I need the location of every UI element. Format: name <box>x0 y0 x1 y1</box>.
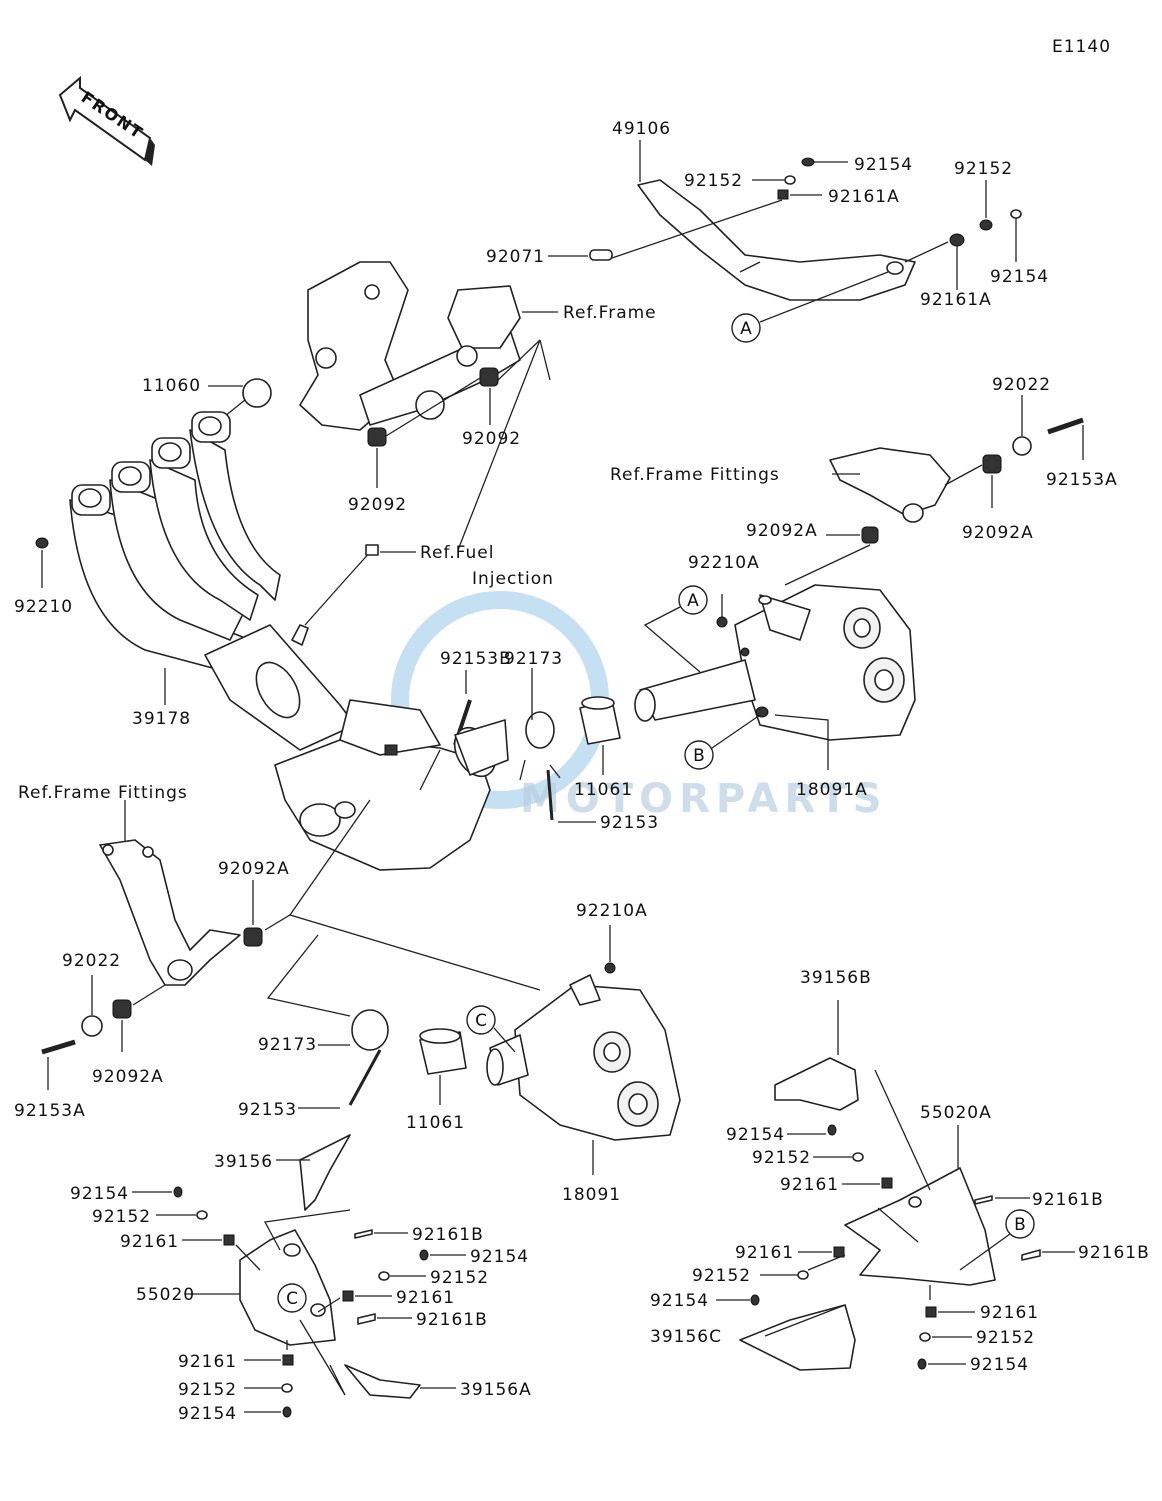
callout-a-top: A <box>740 319 752 339</box>
label-39156: 39156 <box>214 1152 273 1172</box>
watermark-text: MOTORPARTS <box>520 776 888 822</box>
label-92153A-l: 92153A <box>14 1101 86 1121</box>
label-92161A-top: 92161A <box>828 187 900 207</box>
label-92092A-l1: 92092A <box>218 859 290 879</box>
label-92154-lb2: 92154 <box>470 1247 529 1267</box>
right-silencer-18091A <box>634 584 916 741</box>
label-92154-rb1: 92154 <box>726 1125 785 1145</box>
label-92161-rb1: 92161 <box>780 1175 839 1195</box>
label-92154-rb3: 92154 <box>970 1355 1029 1375</box>
label-92161B-rb1: 92161B <box>1032 1190 1104 1210</box>
label-92092A-r1: 92092A <box>746 521 818 541</box>
label-11060: 11060 <box>142 376 201 396</box>
label-92092A-l2: 92092A <box>92 1067 164 1087</box>
label-18091A: 18091A <box>796 780 868 800</box>
label-ref-fuel: Ref.Fuel <box>420 543 494 563</box>
label-55020: 55020 <box>136 1285 195 1305</box>
o2-sensor <box>291 544 379 646</box>
label-92161-lb3: 92161 <box>178 1352 237 1372</box>
frame-fittings-right <box>829 447 951 523</box>
label-92161B-lb2: 92161B <box>416 1310 488 1330</box>
label-11061-mid: 11061 <box>574 780 633 800</box>
label-92154-rb2: 92154 <box>650 1291 709 1311</box>
label-92152-lb2: 92152 <box>430 1268 489 1288</box>
label-11061-low: 11061 <box>406 1113 465 1133</box>
label-92161-rb2: 92161 <box>735 1243 794 1263</box>
label-92210: 92210 <box>14 597 73 617</box>
label-92092-a: 92092 <box>462 429 521 449</box>
label-39156B: 39156B <box>800 968 872 988</box>
label-92161-rb3: 92161 <box>980 1303 1039 1323</box>
label-39156C: 39156C <box>650 1327 722 1347</box>
right-cover-55020A <box>739 1057 996 1371</box>
label-92210A-mid: 92210A <box>688 553 760 573</box>
callout-a-mid: A <box>687 591 699 611</box>
label-49106: 49106 <box>612 119 671 139</box>
label-39156A: 39156A <box>460 1380 532 1400</box>
label-92173-mid: 92173 <box>504 649 563 669</box>
label-ref-frame-fittings-l: Ref.Frame Fittings <box>18 783 188 803</box>
callout-b-low: B <box>1014 1215 1026 1235</box>
label-92154-top: 92154 <box>854 155 913 175</box>
label-55020A: 55020A <box>920 1103 992 1123</box>
callout-c-low: C <box>286 1289 298 1309</box>
label-92161B-lb1: 92161B <box>412 1225 484 1245</box>
label-92152-lb1: 92152 <box>92 1207 151 1227</box>
label-ref-frame-fittings-r: Ref.Frame Fittings <box>610 465 780 485</box>
label-92092A-r2: 92092A <box>962 523 1034 543</box>
label-92153A-r: 92153A <box>1046 470 1118 490</box>
label-92154-lb1: 92154 <box>70 1184 129 1204</box>
callout-b-mid: B <box>693 746 705 766</box>
label-92153B: 92153B <box>440 649 512 669</box>
label-39178: 39178 <box>132 709 191 729</box>
label-92152-top: 92152 <box>684 171 743 191</box>
label-92173-low: 92173 <box>258 1035 317 1055</box>
label-92161A-r: 92161A <box>920 290 992 310</box>
label-92154-tr: 92154 <box>990 267 1049 287</box>
center-muffler <box>274 699 491 871</box>
label-92161-lb2: 92161 <box>396 1288 455 1308</box>
label-92161-lb1: 92161 <box>120 1232 179 1252</box>
label-92092-b: 92092 <box>348 495 407 515</box>
label-18091: 18091 <box>562 1185 621 1205</box>
label-92152-tr: 92152 <box>954 159 1013 179</box>
label-92022-r: 92022 <box>992 375 1051 395</box>
front-arrow-icon: FRONT <box>58 75 155 166</box>
exhaust-header-39178 <box>69 411 356 751</box>
label-92152-lb3: 92152 <box>178 1380 237 1400</box>
left-silencer-18091 <box>486 974 681 1141</box>
frame-bracket <box>299 261 521 431</box>
label-92152-rb3: 92152 <box>976 1328 1035 1348</box>
left-cover-55020 <box>239 1134 421 1399</box>
label-92071: 92071 <box>486 247 545 267</box>
label-92022-l: 92022 <box>62 951 121 971</box>
label-injection: Injection <box>472 569 554 589</box>
label-92153-mid: 92153 <box>600 813 659 833</box>
diagram-code: E1140 <box>1052 37 1111 57</box>
label-ref-frame: Ref.Frame <box>563 303 657 323</box>
heat-guard-49106 <box>637 179 916 301</box>
callout-c-mid: C <box>475 1011 487 1031</box>
label-92154-lb3: 92154 <box>178 1404 237 1424</box>
label-92152-rb2: 92152 <box>692 1266 751 1286</box>
label-92152-rb1: 92152 <box>752 1148 811 1168</box>
label-92210A-low: 92210A <box>576 901 648 921</box>
label-92153-low: 92153 <box>238 1100 297 1120</box>
label-92161B-rb2: 92161B <box>1078 1243 1150 1263</box>
frame-fittings-left <box>99 839 241 986</box>
